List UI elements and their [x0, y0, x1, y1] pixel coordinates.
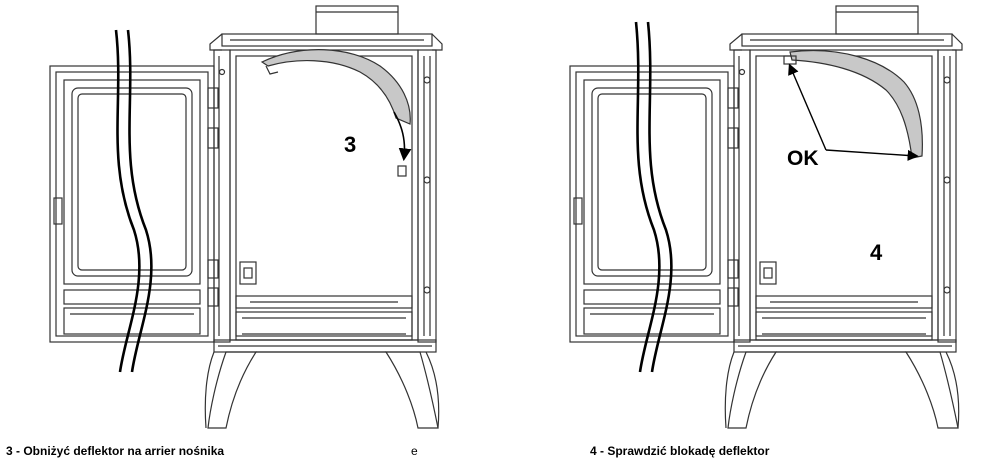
right-stove-figure: [569, 5, 963, 429]
stray-char: e: [411, 444, 418, 458]
step-number-left: 3: [344, 132, 357, 157]
deflector-plate: [260, 49, 411, 125]
lower-arrow: [393, 111, 412, 162]
deflector-plate-locked: [789, 50, 923, 159]
break-line-d: [646, 21, 673, 373]
caption-left: 3 - Obniżyć deflektor na arrier nośnika: [6, 444, 225, 458]
ok-arrow-rear: [825, 149, 919, 162]
break-line-c: [634, 21, 661, 373]
left-stove-figure: [49, 5, 443, 429]
caption-right: 4 - Sprawdzić blokadę deflektor: [590, 444, 770, 458]
break-line-a: [114, 29, 141, 373]
step-number-right: 4: [870, 240, 883, 265]
ok-label: OK: [787, 147, 819, 170]
break-line-b: [126, 29, 153, 373]
support-bracket: [397, 165, 407, 177]
ok-arrow-front: [788, 63, 827, 151]
